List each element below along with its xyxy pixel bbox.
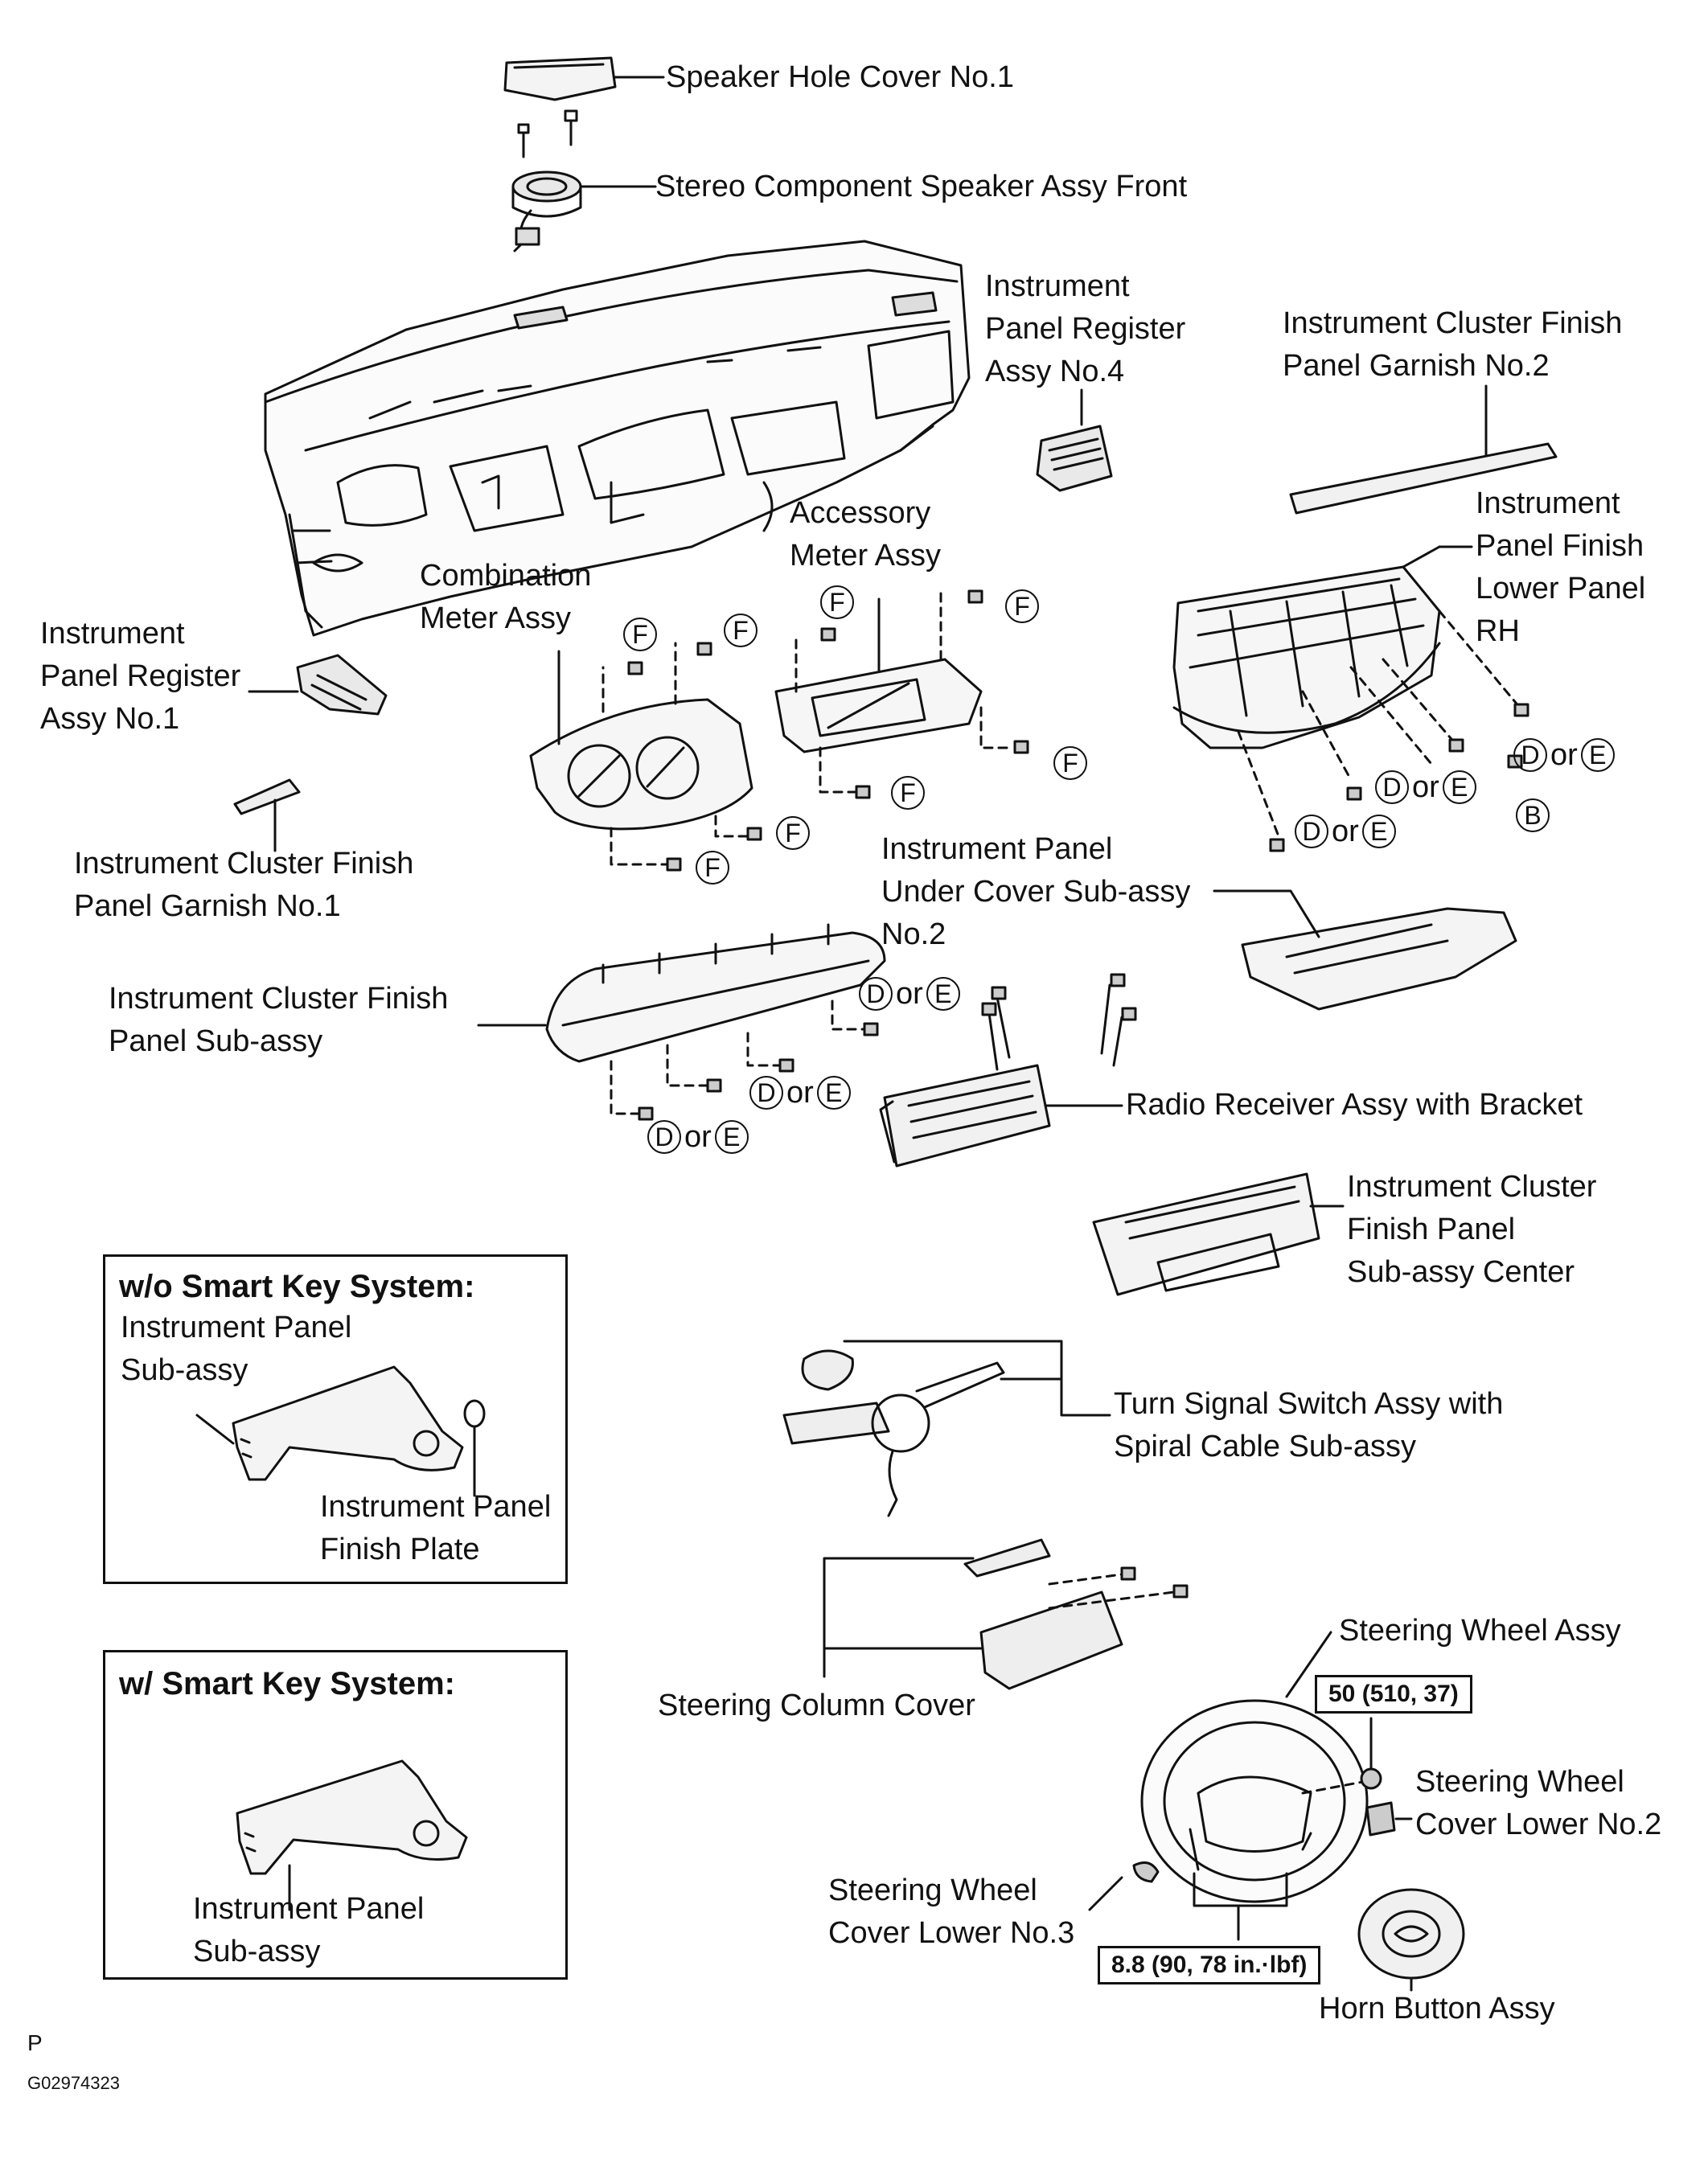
- steering-wheel-label: Steering Wheel Assy: [1339, 1614, 1621, 1648]
- combination-meter-drawing: [529, 642, 762, 872]
- panel-w-drawing: [236, 1759, 468, 1911]
- radio-label: Radio Receiver Assy with Bracket: [1126, 1088, 1583, 1122]
- turn-signal-drawing: [782, 1340, 1111, 1517]
- register-no4-drawing: [1036, 388, 1113, 492]
- code-f: F: [820, 583, 854, 619]
- accessory-meter-drawing: [774, 589, 1029, 799]
- under-cover-drawing: [1213, 889, 1517, 1011]
- code-f: F: [1005, 587, 1039, 623]
- code-f: F: [724, 611, 758, 647]
- inset-without-smart-key-title: w/o Smart Key System:: [119, 1269, 475, 1304]
- nut-torque-spec: 50 (510, 37): [1315, 1675, 1472, 1714]
- cluster-finish-panel-drawing: [477, 923, 886, 1121]
- code-b: B: [1516, 796, 1550, 832]
- code-f: F: [776, 814, 810, 850]
- code-f: F: [1053, 744, 1087, 780]
- code-f: F: [623, 615, 657, 651]
- code-f: F: [696, 848, 729, 884]
- lower-panel-rh-drawing: [1172, 545, 1529, 852]
- garnish-no1-drawing: [233, 778, 301, 852]
- speaker-hole-cover-drawing: [503, 56, 665, 101]
- radio-drawing: [879, 973, 1137, 1168]
- view-code: P: [27, 2030, 43, 2055]
- speaker-assy-label: Stereo Component Speaker Assy Front: [655, 170, 1188, 203]
- inset-with-smart-key: [103, 1650, 568, 1980]
- panel-wo-drawing: [195, 1365, 486, 1497]
- instrument-panel-drawing: [264, 240, 971, 637]
- inset-without-smart-key: [103, 1254, 568, 1584]
- code-f: F: [891, 774, 925, 810]
- speaker-hole-cover-label: Speaker Hole Cover No.1: [666, 60, 1014, 94]
- screw-torque-spec: 8.8 (90, 78 in.·lbf): [1098, 1946, 1321, 1984]
- horn-button-drawing: [1357, 1888, 1465, 1992]
- steering-wheel-drawing: [1088, 1631, 1413, 1941]
- horn-button-label: Horn Button Assy: [1319, 1992, 1555, 2026]
- column-cover-label: Steering Column Cover: [658, 1689, 975, 1722]
- cluster-center-drawing: [1092, 1172, 1345, 1296]
- speaker-drawing: [511, 109, 657, 252]
- steering-column-cover-drawing: [823, 1538, 1189, 1690]
- inset-with-smart-key-title: w/ Smart Key System:: [119, 1666, 455, 1701]
- register-no1-drawing: [248, 654, 388, 716]
- figure-id: G02974323: [27, 2073, 120, 2093]
- garnish-no2-drawing: [1289, 384, 1558, 515]
